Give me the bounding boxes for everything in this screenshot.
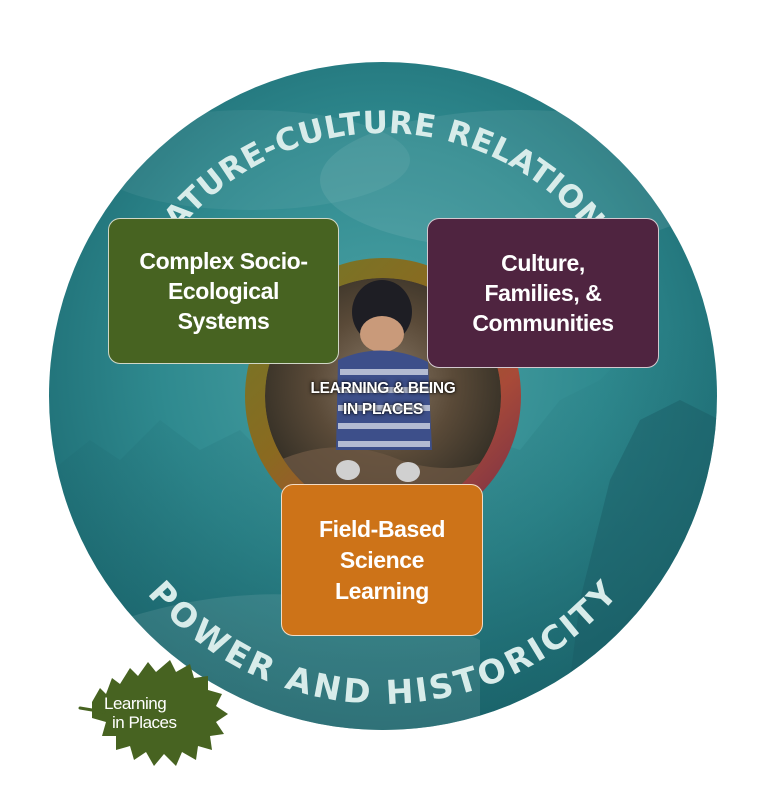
box-label: Complex Socio- Ecological Systems xyxy=(139,248,308,334)
box-culture-families-communities: Culture, Families, & Communities xyxy=(427,218,659,368)
logo-line-2: in Places xyxy=(112,713,177,732)
box-field-based-science-learning: Field-Based Science Learning xyxy=(281,484,483,636)
center-label: LEARNING & BEING IN PLACES xyxy=(310,380,456,418)
box-complex-socio-ecological-systems: Complex Socio- Ecological Systems xyxy=(108,218,339,364)
logo-leaf-icon xyxy=(78,660,228,766)
box-label: Culture, Families, & Communities xyxy=(472,250,614,336)
box-label: Field-Based Science Learning xyxy=(319,515,445,604)
logo-text: Learning in Places xyxy=(104,694,204,732)
logo-line-1: Learning xyxy=(104,694,167,713)
